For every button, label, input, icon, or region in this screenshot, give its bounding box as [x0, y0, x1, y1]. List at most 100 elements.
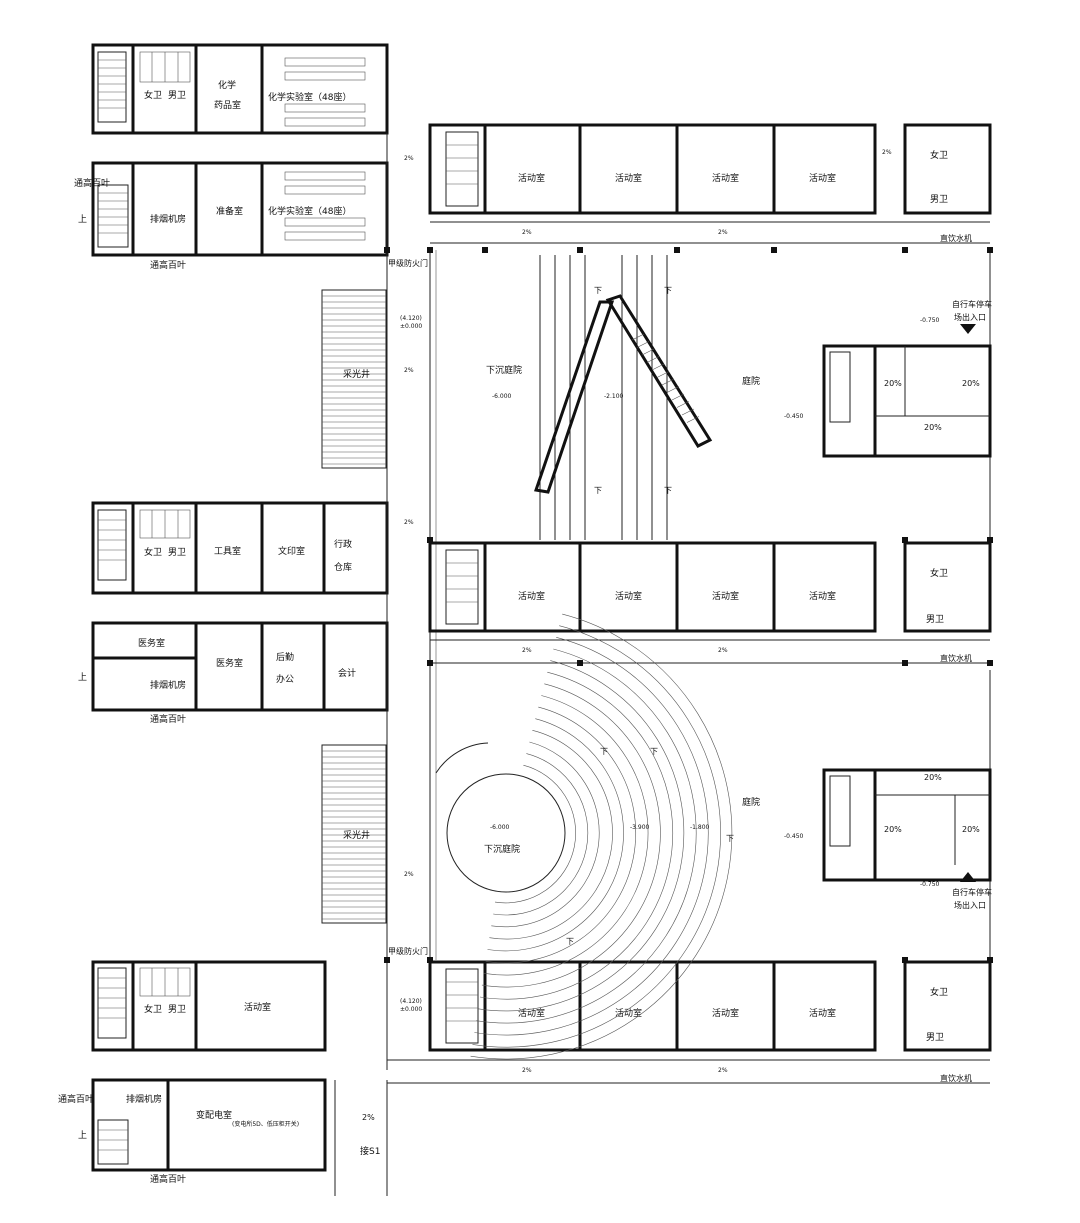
room-female-wc-1: 女卫 [144, 89, 162, 101]
down-4: 下 [664, 486, 672, 495]
room-smoke-3: 排烟机房 [126, 1093, 162, 1105]
amphitheater-step [470, 613, 733, 1060]
structural-columns [384, 247, 993, 963]
label-louver-2: 通高百叶 [150, 259, 186, 271]
room-activity-west: 活动室 [244, 1001, 271, 1013]
bar1-slope-a: 2% [522, 229, 532, 236]
bike-exit-2a: 自行车停车 [952, 887, 992, 897]
column [987, 247, 993, 253]
amphitheater-step [474, 637, 709, 1036]
amphitheater-step [476, 648, 697, 1024]
column [427, 537, 433, 543]
room-male-wc-1: 男卫 [168, 90, 186, 101]
label-louver-5: 通高百叶 [150, 1173, 186, 1185]
activity-1-1: 活动室 [518, 172, 545, 184]
down-5: 下 [600, 747, 608, 756]
amphitheater-step [487, 718, 624, 952]
level-l2-a: ±0.000 [400, 323, 422, 330]
room-admin-b: 仓库 [334, 561, 352, 573]
column [427, 660, 433, 666]
bike-entry-arrow-2 [960, 872, 976, 882]
label-skylight-2: 采光井 [343, 829, 370, 841]
ramp-step [631, 333, 645, 341]
ramp-20-4: 20% [924, 773, 942, 782]
ramp-20-2: 20% [962, 379, 980, 388]
bar2-drinking: 直饮水机 [940, 653, 972, 663]
bar3-male-wc: 男卫 [926, 1032, 944, 1043]
down-2: 下 [664, 286, 672, 295]
ramp-20-1: 20% [884, 379, 902, 388]
skylight-wells: 采光井 采光井 [321, 289, 387, 924]
bar1-slope-b: 2% [718, 229, 728, 236]
bar3-female-wc: 女卫 [930, 986, 948, 998]
column [384, 957, 390, 963]
activity-bar-3: 活动室 活动室 活动室 活动室 女卫 男卫 直饮水机 2% 2% [387, 960, 992, 1084]
column [902, 537, 908, 543]
west-block-bottom: 女卫 男卫 活动室 排烟机房 变配电室 (变电所5D、低压柜开关) 通高百叶 上… [58, 960, 388, 1196]
level-sunken-2: -6.000 [490, 824, 510, 831]
label-stair-s1: 接S1 [360, 1145, 380, 1157]
amphitheater-step [493, 753, 589, 916]
bar2-slope-a: 2% [522, 647, 532, 654]
label-skylight-1: 采光井 [343, 368, 370, 380]
room-tool: 工具室 [214, 545, 241, 557]
down-7: 下 [726, 834, 734, 843]
column [427, 957, 433, 963]
ramp-step [636, 341, 650, 348]
room-chem-lab-2: 化学实验室（48座） [268, 205, 351, 217]
down-6: 下 [650, 747, 658, 756]
column [482, 247, 488, 253]
level-mid-1: -2.100 [604, 393, 624, 400]
bike-exit-1a: 自行车停车 [952, 299, 992, 309]
ramp-step [656, 371, 670, 378]
level-bike-1: -0.750 [920, 317, 940, 324]
level-court-1: -0.450 [784, 413, 804, 420]
room-medical-2: 医务室 [216, 657, 243, 669]
column [384, 247, 390, 253]
label-up-1: 上 [78, 214, 87, 225]
room-smoke-2: 排烟机房 [150, 679, 186, 691]
room-print: 文印室 [278, 545, 305, 557]
activity-1-2: 活动室 [615, 172, 642, 184]
amphitheater-step [494, 764, 576, 904]
level-bike-2: -0.750 [920, 881, 940, 888]
column [577, 660, 583, 666]
room-chem-lab-1: 化学实验室（48座） [268, 91, 351, 103]
activity-2-3: 活动室 [712, 590, 739, 602]
amphitheater-step [472, 625, 721, 1048]
column [902, 660, 908, 666]
room-medical-1: 医务室 [138, 637, 165, 649]
activity-3-2: 活动室 [615, 1007, 642, 1019]
ramp-step [676, 401, 690, 408]
amphitheater-step [491, 741, 600, 928]
level-sunken-1: -6.000 [492, 393, 512, 400]
amphitheater-step [485, 706, 637, 964]
amphitheater-step [489, 730, 613, 940]
label-sunken-1: 下沉庭院 [486, 364, 522, 376]
column [674, 247, 680, 253]
room-prep: 准备室 [216, 205, 243, 217]
lower-courtyard: 下沉庭院 -6.000 -3.900 -1.800 庭院 -0.450 下 下 … [435, 613, 992, 1060]
upper-courtyard: 下沉庭院 -6.000 -2.100 庭院 -0.450 下 下 下 下 20%… [486, 250, 992, 540]
bar2-male-wc: 男卫 [926, 614, 944, 625]
bar1-slope-c: 2% [882, 149, 892, 156]
level-l1-b: (4.120) [400, 998, 422, 1005]
activity-bar-2: 活动室 活动室 活动室 活动室 女卫 男卫 直饮水机 2% 2% [428, 541, 992, 664]
bar2-female-wc: 女卫 [930, 567, 948, 579]
column [902, 957, 908, 963]
amphitheater-step [483, 695, 649, 976]
bike-entry-arrow-1 [960, 324, 976, 334]
column [427, 247, 433, 253]
amphitheater-step [481, 683, 661, 988]
activity-bar-1: 活动室 活动室 活动室 活动室 女卫 男卫 直饮水机 2% 2% 2% [428, 123, 992, 244]
activity-3-1: 活动室 [518, 1007, 545, 1019]
activity-3-3: 活动室 [712, 1007, 739, 1019]
bar1-drinking: 直饮水机 [940, 233, 972, 243]
bar3-slope-a: 2% [522, 1067, 532, 1074]
label-louver-4: 通高百叶 [58, 1093, 94, 1105]
ramp-step [661, 378, 675, 386]
bar1-female-wc: 女卫 [930, 149, 948, 161]
activity-1-3: 活动室 [712, 172, 739, 184]
room-chem-storage-a: 化学 [218, 79, 236, 91]
